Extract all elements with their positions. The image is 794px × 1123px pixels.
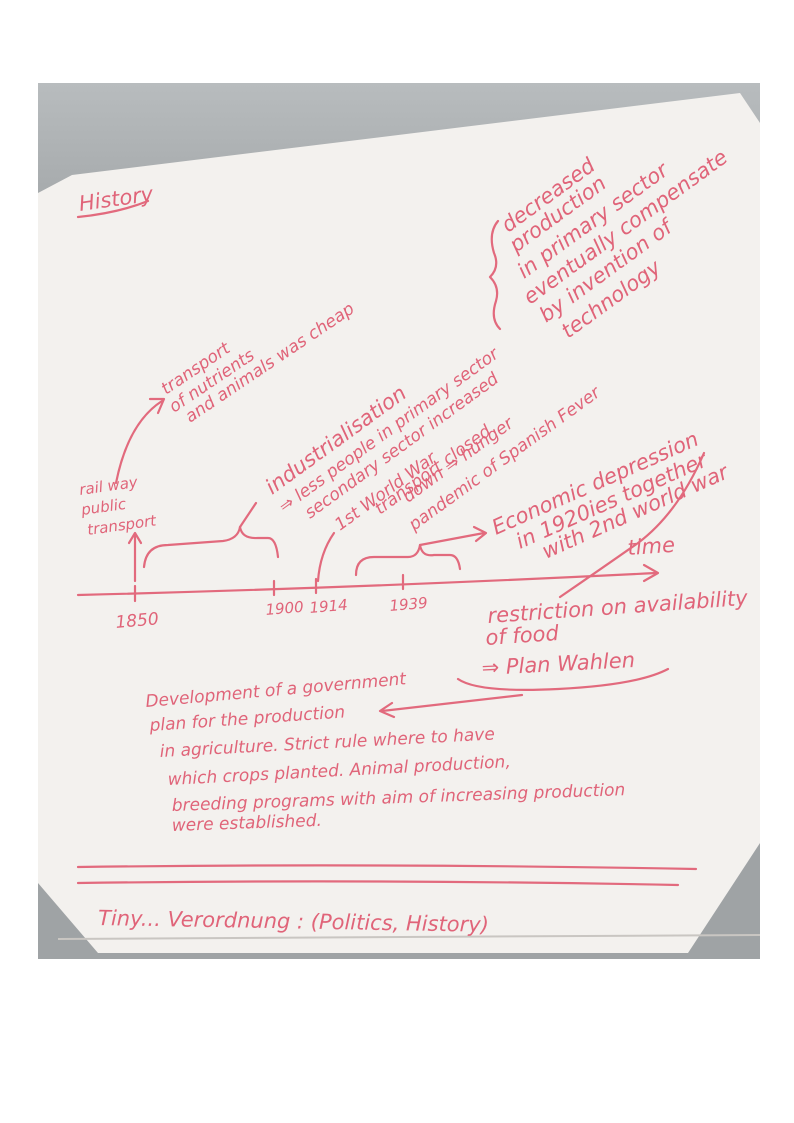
development-arrow bbox=[380, 693, 524, 713]
nutrients-arrowhead bbox=[148, 397, 166, 415]
brace-decrease bbox=[488, 219, 502, 331]
industrialisation-arrow bbox=[238, 501, 258, 529]
timeline-axis bbox=[76, 571, 658, 597]
year-1939: 1939 bbox=[389, 594, 429, 615]
development-arrowhead bbox=[378, 701, 396, 719]
depression-arrowhead bbox=[472, 525, 488, 543]
divider-line-2 bbox=[76, 880, 680, 887]
timeline-arrowhead bbox=[642, 563, 660, 583]
year-1900: 1900 bbox=[265, 598, 305, 619]
whiteboard: History time 1850 1900 1914 1939 rail wa… bbox=[38, 93, 760, 953]
restriction-line-2: of food bbox=[485, 621, 560, 650]
year-1850: 1850 bbox=[115, 609, 160, 633]
plan-wahlen-underline bbox=[456, 667, 670, 691]
depression-arrow bbox=[418, 531, 486, 547]
year-1914: 1914 bbox=[309, 596, 349, 617]
whiteboard-photo: History time 1850 1900 1914 1939 rail wa… bbox=[38, 83, 760, 959]
board-bottom-edge bbox=[57, 934, 760, 940]
heading-underline bbox=[76, 199, 150, 219]
railway-arrowhead bbox=[127, 531, 143, 545]
restriction-brace bbox=[558, 451, 706, 599]
wwi-arrow bbox=[316, 531, 336, 583]
nutrients-arrow bbox=[114, 399, 164, 485]
board-surface bbox=[38, 93, 760, 953]
divider-line-1 bbox=[76, 864, 698, 871]
